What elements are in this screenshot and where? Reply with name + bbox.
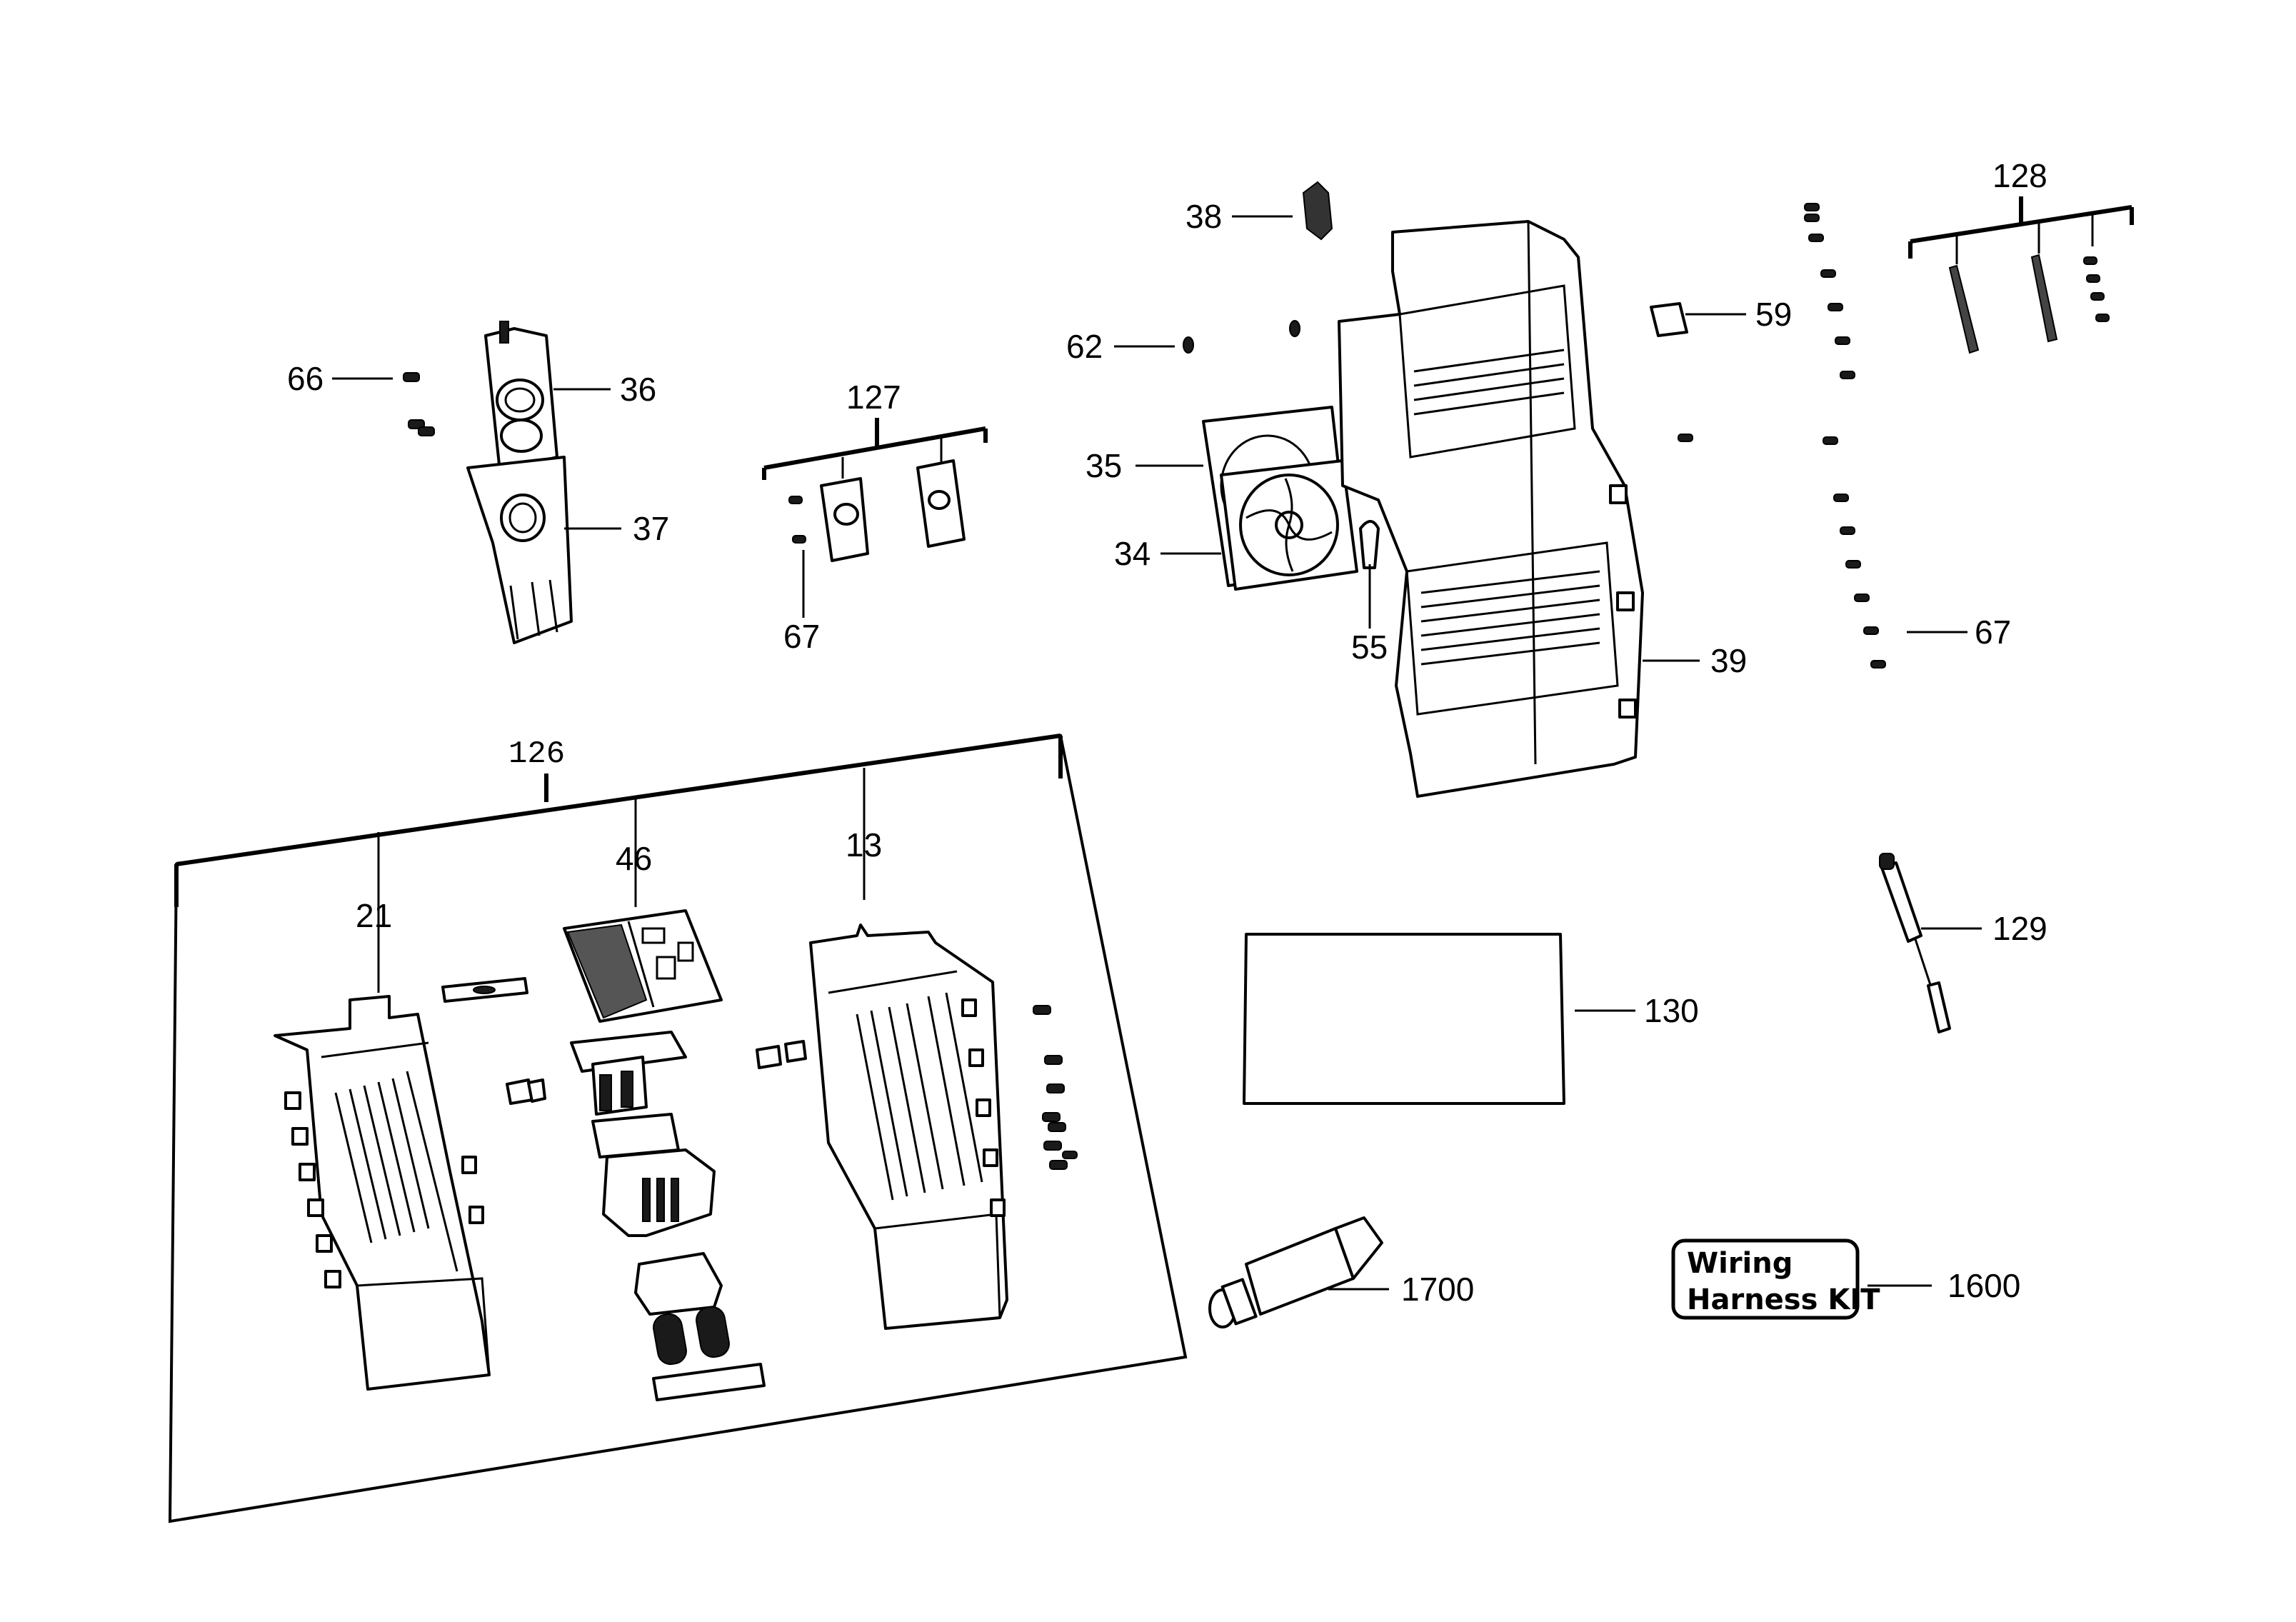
kit-127-bracket — [762, 418, 988, 480]
callout-39: 39 — [1710, 642, 1747, 679]
part-1700-grease-tube — [1208, 1216, 1389, 1328]
callout-66: 66 — [287, 360, 324, 397]
callout-67-left: 67 — [783, 618, 820, 655]
callout-46: 46 — [616, 840, 652, 877]
callout-67-right: 67 — [1975, 614, 2011, 651]
callout-55: 55 — [1351, 629, 1388, 666]
part-39-main-housing — [1338, 220, 1644, 798]
part-13-housing-half — [809, 923, 1008, 1330]
bar-clip — [441, 977, 528, 1003]
latch-assembly — [570, 1031, 716, 1237]
screws-67-left — [788, 496, 806, 618]
callout-1600: 1600 — [1947, 1267, 2020, 1304]
screws-66 — [403, 372, 435, 436]
callout-127: 127 — [846, 379, 901, 416]
callout-38: 38 — [1185, 198, 1222, 235]
part-130-manual — [1243, 933, 1635, 1105]
kit-box-line-2: Harness KIT — [1687, 1283, 1880, 1316]
screws-126 — [1033, 1005, 1078, 1170]
callout-62: 62 — [1066, 328, 1103, 365]
part-38-switch — [1302, 181, 1333, 241]
leaders-center — [1114, 215, 1746, 662]
small-connectors — [506, 1040, 807, 1105]
callout-13: 13 — [846, 826, 882, 863]
screws-67-right — [1678, 203, 1967, 669]
callout-37: 37 — [633, 510, 669, 547]
part-36-motor-assembly — [484, 321, 558, 473]
leaders-upper-left — [332, 377, 621, 530]
part-59-pad — [1650, 302, 1688, 337]
kit-128-strips — [1908, 196, 2134, 354]
callout-34: 34 — [1114, 535, 1150, 572]
part-21-housing-half — [274, 995, 491, 1391]
part-34-fan — [1220, 459, 1358, 591]
kit-box-line-1: Wiring — [1687, 1247, 1793, 1280]
callout-128: 128 — [1992, 157, 2047, 194]
callout-35: 35 — [1086, 447, 1122, 484]
kit-126-frame — [168, 734, 1188, 1523]
callout-labels: 126 127 128 21 46 13 66 36 37 67 38 62 3… — [287, 157, 2047, 1308]
part-1600-wiring-harness-kit: Wiring Harness KIT — [1671, 1238, 1932, 1320]
callout-130: 130 — [1644, 992, 1699, 1029]
callout-21: 21 — [356, 897, 392, 934]
part-62-nut — [1183, 320, 1300, 354]
battery-terminal-block — [634, 1252, 766, 1401]
part-46-circuit-board — [563, 909, 723, 1023]
part-37-motor-housing — [466, 456, 573, 644]
callout-126: 126 — [508, 736, 565, 772]
part-129-temperature-probe — [1879, 853, 1982, 1033]
callout-129: 129 — [1992, 910, 2047, 947]
callout-36: 36 — [620, 371, 656, 408]
part-127-clips — [820, 459, 966, 562]
callout-1700: 1700 — [1401, 1271, 1474, 1308]
callout-59: 59 — [1755, 296, 1792, 333]
